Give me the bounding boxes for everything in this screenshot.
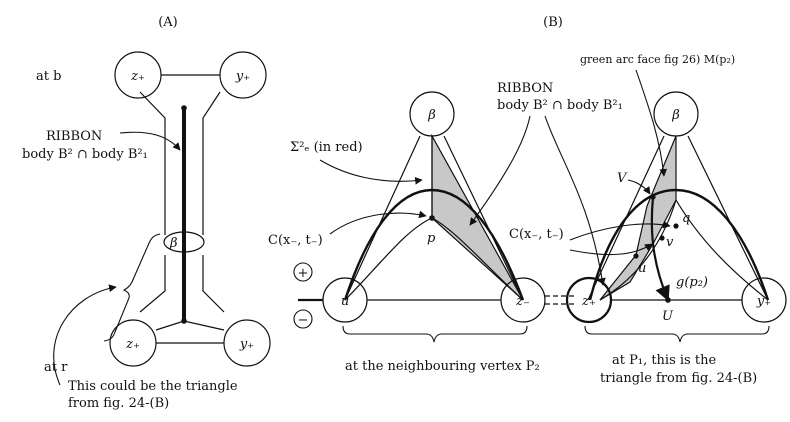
right-caption-line2: triangle from fig. 24-(B) [600,371,757,386]
point-V [650,194,656,200]
ribbon-label-b-line1: RIBBON [497,81,553,96]
point-q [673,223,679,229]
svg-text:z₊: z₊ [130,69,145,84]
svg-text:z₊: z₊ [125,337,140,352]
triangle-note-line1: This could be the triangle [68,379,238,394]
c-left-arrow [329,210,427,235]
ribbon-label-b-line2: body B² ∩ body B²₁ [497,98,623,113]
c-right-arrow [569,220,671,241]
right-caption-line1: at P₁, this is the [612,353,716,368]
node-beta-right: β [653,91,699,137]
label-v: v [666,235,674,250]
svg-text:+: + [298,266,309,281]
node-y-plus-top: y₊ [219,51,267,99]
point-p [429,215,435,221]
sigma-label: Σ²ₑ (in red) [290,140,363,155]
left-triangle-edges [344,135,524,301]
beta-ellipse [163,231,205,253]
panel-a: (A) at b β z₊ y₊ z₊ y₊ [22,15,271,411]
label-U: U [662,309,674,324]
svg-text:z₊: z₊ [581,294,596,309]
svg-text:y₊: y₊ [756,294,771,309]
panel-b: (B) p β u z₋ + − [268,15,787,386]
bottom-fan [155,320,225,344]
node-z-plus-bottom: z₊ [109,319,157,367]
shaded-region-right [599,135,677,301]
brace-arrow [53,284,117,386]
svg-text:y₊: y₊ [235,69,250,84]
svg-text:y₊: y₊ [239,337,254,352]
brace-right-caption [584,325,770,343]
node-z-minus: z₋ [500,277,546,323]
c-right-arrow-2 [569,243,653,256]
label-q: q [682,211,690,226]
ribbon-arrow-b-right [544,115,606,286]
ribbon-arrow-a [119,131,181,151]
node-y-plus-right: y₊ [741,277,787,323]
minus-sign: − [293,309,313,329]
green-note-arrow [635,69,668,177]
node-z-plus-right: z₊ [565,276,613,324]
panel-a-title: (A) [158,15,178,30]
ribbon-label-a-line1: RIBBON [46,129,102,144]
brace-left-caption [342,325,528,343]
triangle-note-line2: from fig. 24-(B) [68,396,169,411]
point-u-right [633,253,639,259]
label-g: g(p₂) [676,275,708,290]
green-note: green arc face fig 26) M(p₂) [580,53,735,66]
left-caption: at the neighbouring vertex P₂ [345,359,540,374]
node-z-plus-top: z₊ [114,51,162,99]
node-beta-left: β [409,91,455,137]
svg-text:z₋: z₋ [515,294,530,309]
ribbon-label-a-line2: body B² ∩ body B²₁ [22,147,148,162]
svg-text:u: u [341,294,349,309]
plus-sign: + [293,262,313,282]
node-u-left: u [322,277,368,323]
ribbon-outline [139,91,225,313]
svg-text:β: β [671,108,680,123]
beta-label-a: β [169,236,178,251]
c-right-label: C(x₋, t₋) [509,227,564,242]
brace-r [103,233,161,342]
shaded-region-left [431,133,524,301]
label-at-r: at r [44,360,68,375]
label-u-right: u [638,261,646,276]
c-left-label: C(x₋, t₋) [268,233,323,248]
svg-text:β: β [427,108,436,123]
V-arrow [627,179,651,195]
g-arrow-curve [650,196,670,302]
ribbon-arrow-b-left [469,115,531,226]
left-thick-arc [343,188,525,301]
dashed-connector [545,295,575,305]
sigma-arrow [319,159,423,185]
core-top-dot [181,105,187,111]
right-thick-arc [588,188,770,301]
label-p: p [427,231,436,246]
svg-text:−: − [298,313,309,328]
label-at-b: at b [36,69,61,84]
panel-b-title: (B) [543,15,563,30]
label-V: V [617,171,628,186]
point-v [659,235,665,241]
node-y-plus-bottom: y₊ [223,319,271,367]
